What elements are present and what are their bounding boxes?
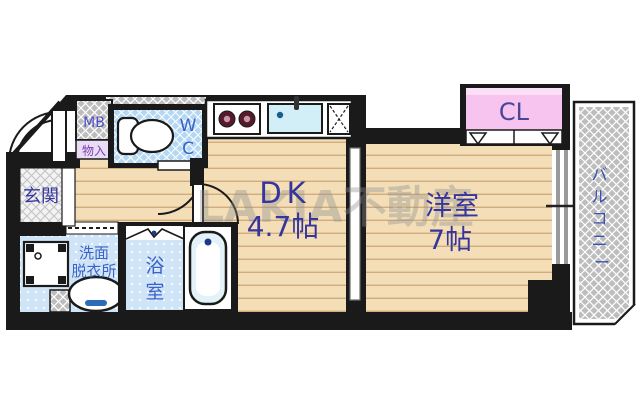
toilet-bowl <box>129 118 175 154</box>
dk-size-label: 4.7帖 <box>247 210 320 243</box>
western-corner-column <box>528 280 554 312</box>
watermark-text: LAKIA不動産 <box>196 182 475 233</box>
dk-door-swing-arc <box>197 183 239 225</box>
wc-label-c: C <box>182 139 194 159</box>
bathroom-folding-door-lines <box>125 228 185 240</box>
wm-corner-tl <box>26 244 34 252</box>
meter-box-label: MB <box>83 115 105 131</box>
entrance-door-leaf <box>51 109 67 163</box>
balcony-label: バ ル コ ニ ー <box>591 165 612 272</box>
entrance-step <box>61 167 76 227</box>
washroom-label-line1: 洗面 <box>79 244 109 262</box>
sink-faucet <box>294 96 299 110</box>
wm-drain <box>34 252 42 260</box>
right-wall-lower <box>552 264 570 330</box>
refrigerator-x-line2 <box>329 105 349 133</box>
bathtub-inner <box>196 242 220 296</box>
western-room-label: 洋室 <box>425 191 479 222</box>
wm-corner-br <box>58 276 66 284</box>
dk-western-sliding-door <box>349 147 361 301</box>
vanity-sink-detail <box>85 300 107 306</box>
bottom-wall <box>6 312 572 330</box>
closet-label: CL <box>499 98 530 126</box>
closet-door-marker-right <box>540 132 560 146</box>
bathroom-door-knob <box>151 230 157 236</box>
entrance-label: 玄関 <box>23 186 59 207</box>
balcony-corner-cut-line <box>614 303 636 325</box>
western-room-size-label: 7帖 <box>428 225 472 256</box>
sink-drain <box>276 111 284 119</box>
closet-highlight <box>466 88 562 95</box>
wc-label-w: W <box>180 116 197 136</box>
entrance-door-swing-arc <box>8 111 60 163</box>
bathroom-label-line1: 浴 <box>145 255 164 277</box>
dk-label: DK <box>259 176 310 210</box>
washroom-label-line2: 脱衣所 <box>71 262 116 280</box>
bathroom-label-line2: 室 <box>145 281 164 303</box>
washroom-top-wall <box>6 222 66 236</box>
stove-burner-right-center <box>243 115 251 123</box>
balcony-floor <box>579 107 629 319</box>
storage-label: 物入 <box>82 144 106 158</box>
left-wall <box>6 152 20 330</box>
hall-dk-wall <box>190 158 204 186</box>
bathtub-drain <box>204 238 212 246</box>
stove-burner-left-center <box>223 115 231 123</box>
closet-door-marker-left <box>468 132 488 146</box>
wm-corner-tr <box>58 244 66 252</box>
western-top-wall <box>346 128 466 144</box>
western-room-floor <box>364 140 554 312</box>
wm-corner-bl <box>26 276 34 284</box>
pipe-space <box>49 289 71 313</box>
meter-box <box>75 99 113 141</box>
entrance-door-swing-arc-inner <box>15 119 58 163</box>
